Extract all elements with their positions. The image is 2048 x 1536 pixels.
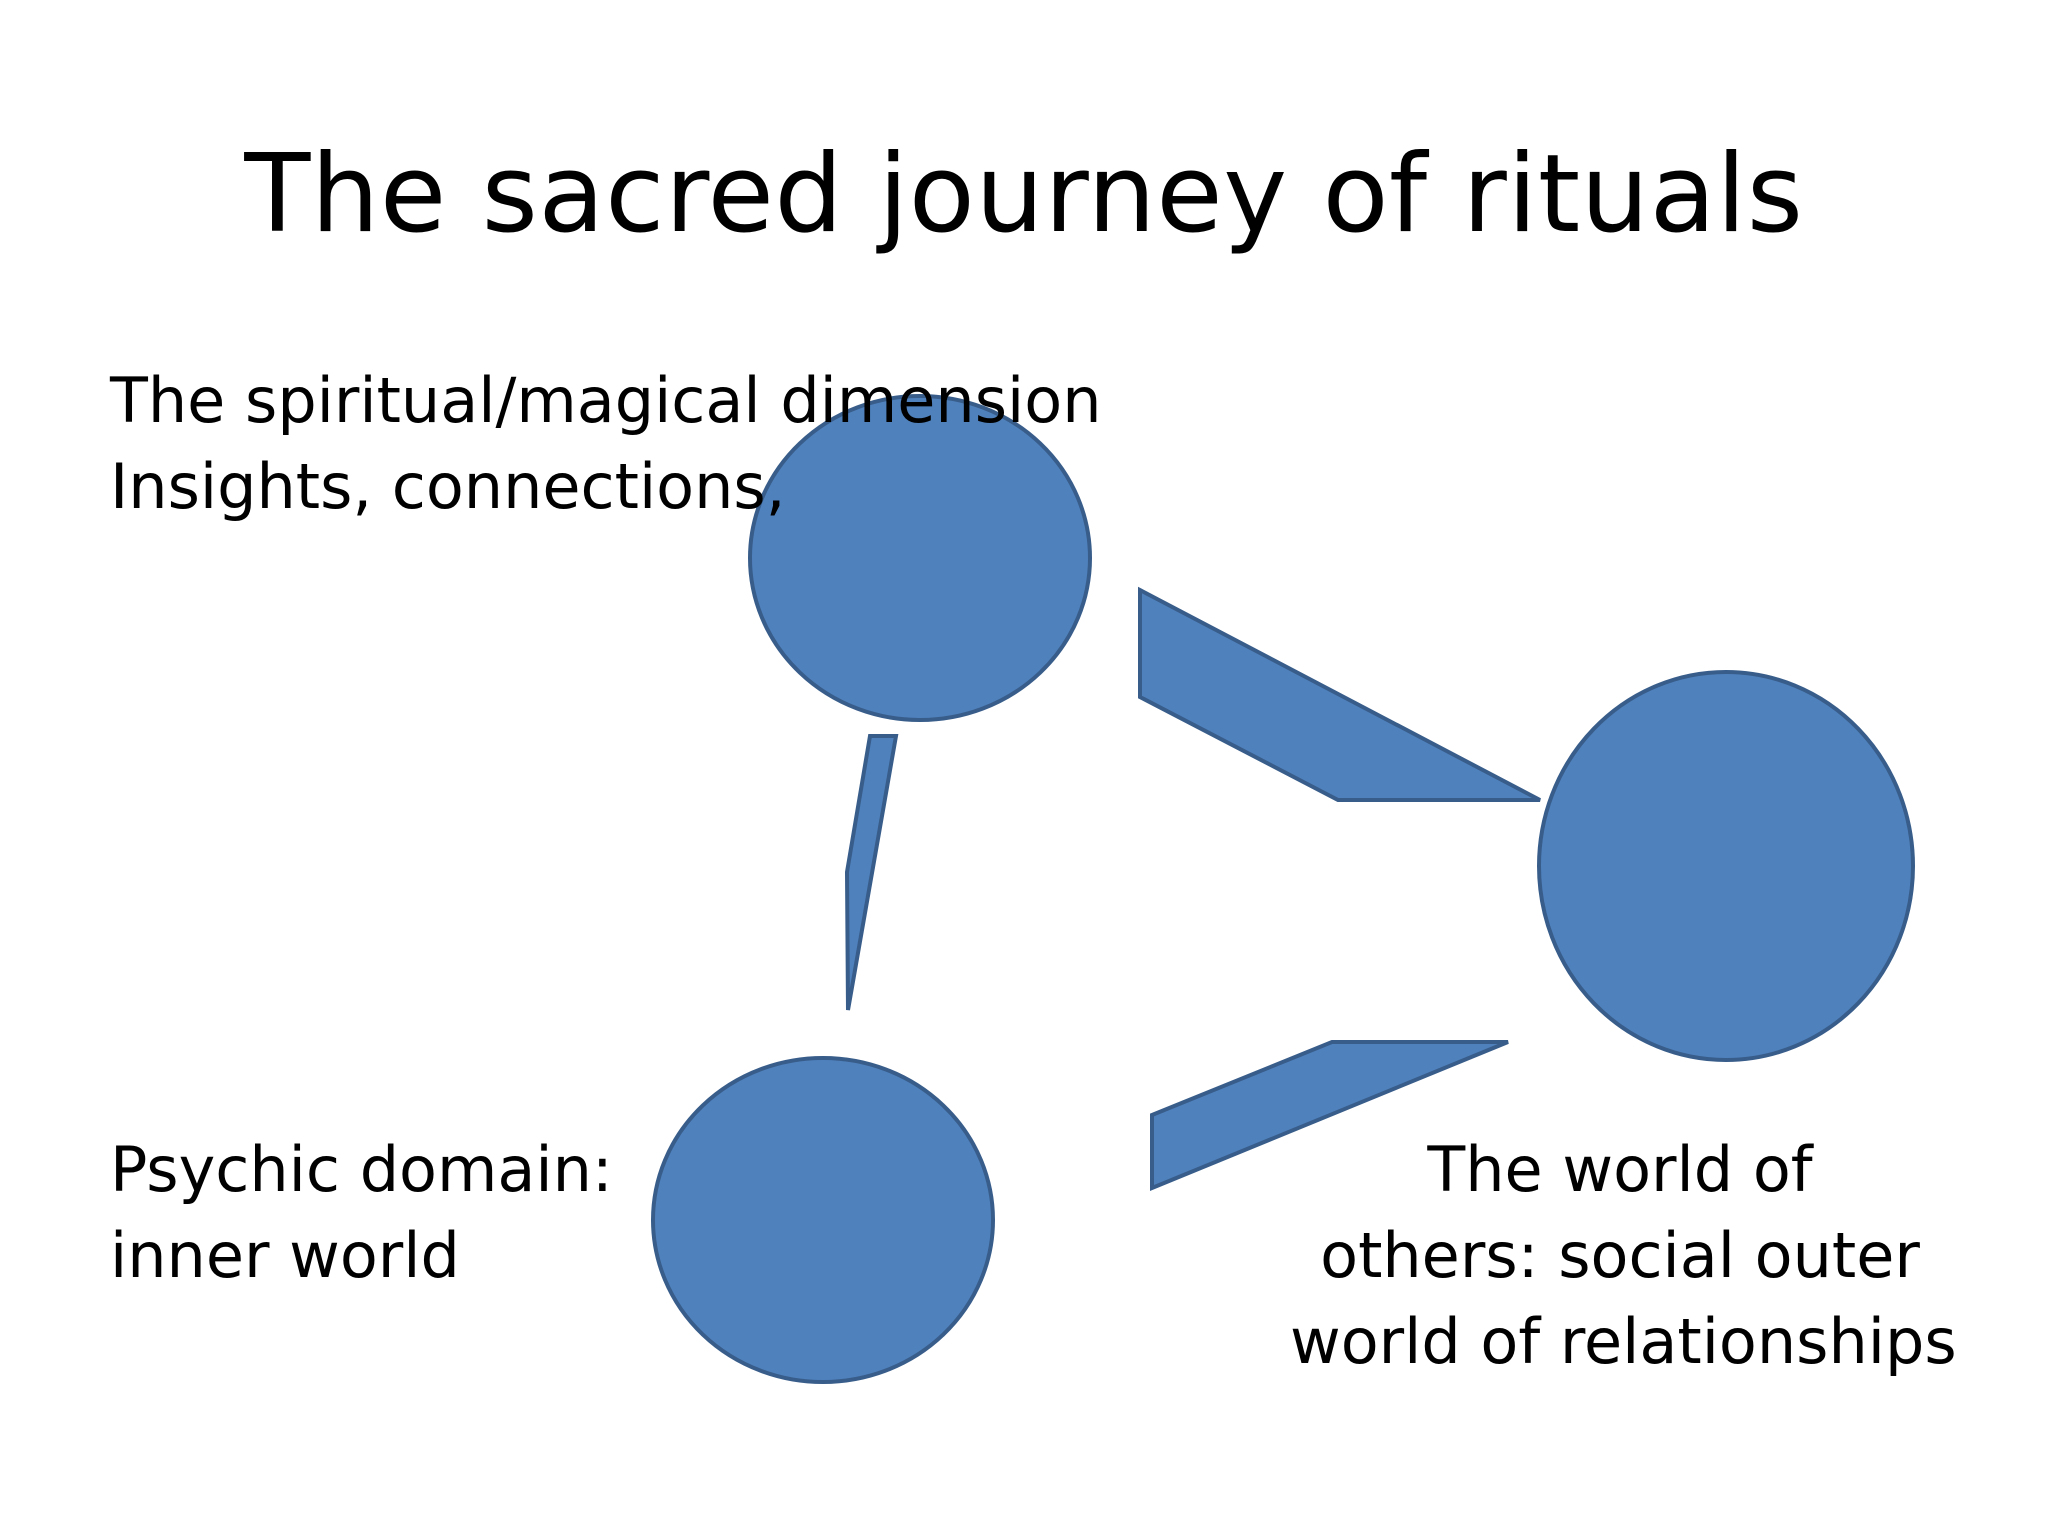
node-social [1537,670,1915,1062]
label-psychic-line-2: inner world [110,1219,460,1292]
node-spiritual [748,394,1092,722]
arrow-psychic-to-spiritual [844,734,899,1011]
label-psychic-line-1: Psychic domain: [110,1133,613,1206]
label-world-line-2: others: social outer [1320,1219,1920,1292]
connectors [844,586,1541,1191]
label-world-line-1: The world of [1427,1133,1813,1206]
arrow-social-to-psychic [1150,1040,1509,1191]
label-spiritual-dimension: The spiritual/magical dimension Insights… [110,358,1102,530]
nodes [651,394,1915,1384]
label-world-of-others: The world of others: social outer world … [1290,1127,1957,1385]
label-spiritual-line-1: The spiritual/magical dimension [110,364,1102,437]
label-spiritual-line-2: Insights, connections, [110,450,786,523]
label-world-line-3: world of relationships [1290,1305,1957,1378]
arrow-spiritual-to-social [1138,586,1541,802]
label-psychic-domain: Psychic domain: inner world [110,1127,613,1299]
node-psychic [651,1056,995,1384]
slide-title: The sacred journey of rituals [244,132,1804,257]
